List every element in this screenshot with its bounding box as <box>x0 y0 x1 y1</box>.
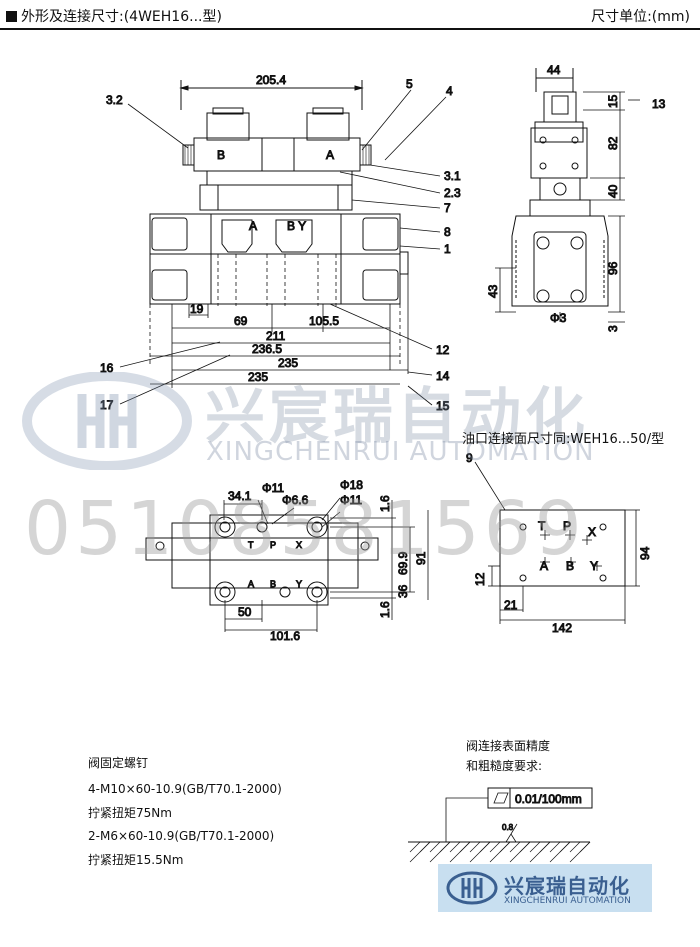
surface-symbol: 0.01/100mm 0.8 <box>408 787 593 863</box>
callout-16: 16 <box>100 361 114 375</box>
callout-8: 8 <box>444 225 451 239</box>
dim-236-5: 236.5 <box>252 342 282 356</box>
callout-4: 4 <box>446 84 453 98</box>
face-port-p: P <box>563 519 571 533</box>
dim-phi18: Φ18 <box>340 478 363 492</box>
callout-9: 9 <box>466 451 473 465</box>
face-port-a: A <box>540 559 548 573</box>
bolts-note-title: 阀固定螺钉 <box>88 756 149 770</box>
face-port-x: X <box>588 525 596 539</box>
callout-14: 14 <box>436 369 450 383</box>
brand-badge: 兴宸瑞自动化 XINGCHENRUI AUTOMATION <box>438 864 652 912</box>
top-port-t: T <box>248 540 254 550</box>
port-label-a-body: A <box>249 219 257 233</box>
dim-82: 82 <box>606 136 620 150</box>
page-title: 外形及连接尺寸:(4WEH16...型) <box>6 6 222 26</box>
top-view: T P X A B Y 34.1 Φ11 Φ6.6 <box>145 478 429 644</box>
unit-label: 尺寸单位:(mm) <box>591 9 690 25</box>
page-title-text: 外形及连接尺寸:(4WEH16...型) <box>21 9 222 25</box>
callout-3-1: 3.1 <box>444 169 461 183</box>
bolts-note-line-4: 拧紧扭矩15.5Nm <box>88 853 184 867</box>
dim-142: 142 <box>552 621 572 635</box>
dim-36: 36 <box>396 584 410 598</box>
callout-12: 12 <box>436 343 450 357</box>
face-port-y: Y <box>590 559 598 573</box>
badge-brand-en: XINGCHENRUI AUTOMATION <box>504 896 631 906</box>
front-view: 205.4 B A A B Y <box>100 73 462 414</box>
face-port-b: B <box>566 559 574 573</box>
watermark-logo-icon <box>22 372 192 470</box>
port-label-by-body: B Y <box>287 219 306 233</box>
callout-3-2: 3.2 <box>106 93 123 107</box>
dim-69: 69 <box>234 314 248 328</box>
port-label-b-top: B <box>217 148 225 162</box>
header-rule <box>0 28 700 30</box>
dim-phi3: Φ3 <box>550 311 567 325</box>
top-port-y: Y <box>296 579 302 589</box>
port-face-view: 9 T P X A B Y 94 12 <box>466 451 653 636</box>
badge-brand-cn: 兴宸瑞自动化 <box>504 874 630 898</box>
brand-logo-icon <box>446 871 498 905</box>
callout-5: 5 <box>406 77 413 91</box>
dim-1-6-b: 1.6 <box>378 601 392 618</box>
callout-13: 13 <box>652 97 666 111</box>
dim-96: 96 <box>606 261 620 275</box>
dim-105-5: 105.5 <box>309 314 339 328</box>
callout-15: 15 <box>436 399 450 413</box>
dim-40: 40 <box>606 184 620 198</box>
callout-17: 17 <box>100 398 114 412</box>
callout-7: 7 <box>444 201 451 215</box>
dim-21: 21 <box>504 598 518 612</box>
dim-69-9: 69.9 <box>396 551 410 575</box>
bolts-note-line-1: 4-M10×60-10.9(GB/T70.1-2000) <box>88 782 282 796</box>
surface-note-line-1: 阀连接表面精度 <box>466 739 551 753</box>
dim-211: 211 <box>266 329 285 343</box>
dim-94: 94 <box>638 546 652 560</box>
dim-44: 44 <box>547 63 561 77</box>
dim-235-a: 235 <box>278 356 298 370</box>
flatness-value: 0.01/100mm <box>515 792 582 806</box>
dim-phi11-b: Φ11 <box>340 493 362 507</box>
top-port-a: A <box>248 579 254 589</box>
dim-91: 91 <box>414 551 428 565</box>
callout-1: 1 <box>444 242 451 256</box>
dim-235-b: 235 <box>248 370 268 384</box>
dim-3: 3 <box>606 325 620 332</box>
dim-phi6-6: Φ6.6 <box>282 493 309 507</box>
dim-34-1: 34.1 <box>228 489 252 503</box>
top-port-b: B <box>270 579 276 589</box>
dim-12: 12 <box>473 572 487 586</box>
dim-phi11-a: Φ11 <box>262 481 284 495</box>
bolts-note-line-3: 2-M6×60-10.9(GB/T70.1-2000) <box>88 829 275 843</box>
dim-19: 19 <box>190 302 204 316</box>
top-port-p: P <box>270 540 276 550</box>
port-face-title: 油口连接面尺寸同:WEH16...50/型 <box>462 432 665 447</box>
dim-50: 50 <box>238 605 252 619</box>
square-bullet-icon <box>6 11 17 22</box>
side-view: 44 <box>486 63 667 333</box>
top-port-x: X <box>296 540 302 550</box>
dim-101-6: 101.6 <box>270 629 300 643</box>
dim-1-6-a: 1.6 <box>378 495 392 512</box>
dim-15: 15 <box>606 94 620 108</box>
roughness-value: 0.8 <box>502 823 514 832</box>
callout-2-3: 2.3 <box>444 186 461 200</box>
face-port-t: T <box>538 519 546 533</box>
dim-205-4: 205.4 <box>256 73 286 87</box>
bolts-note-line-2: 拧紧扭矩75Nm <box>88 806 172 820</box>
surface-note-line-2: 和粗糙度要求: <box>466 759 543 773</box>
dim-43: 43 <box>486 284 500 298</box>
port-label-a-top: A <box>326 148 334 162</box>
